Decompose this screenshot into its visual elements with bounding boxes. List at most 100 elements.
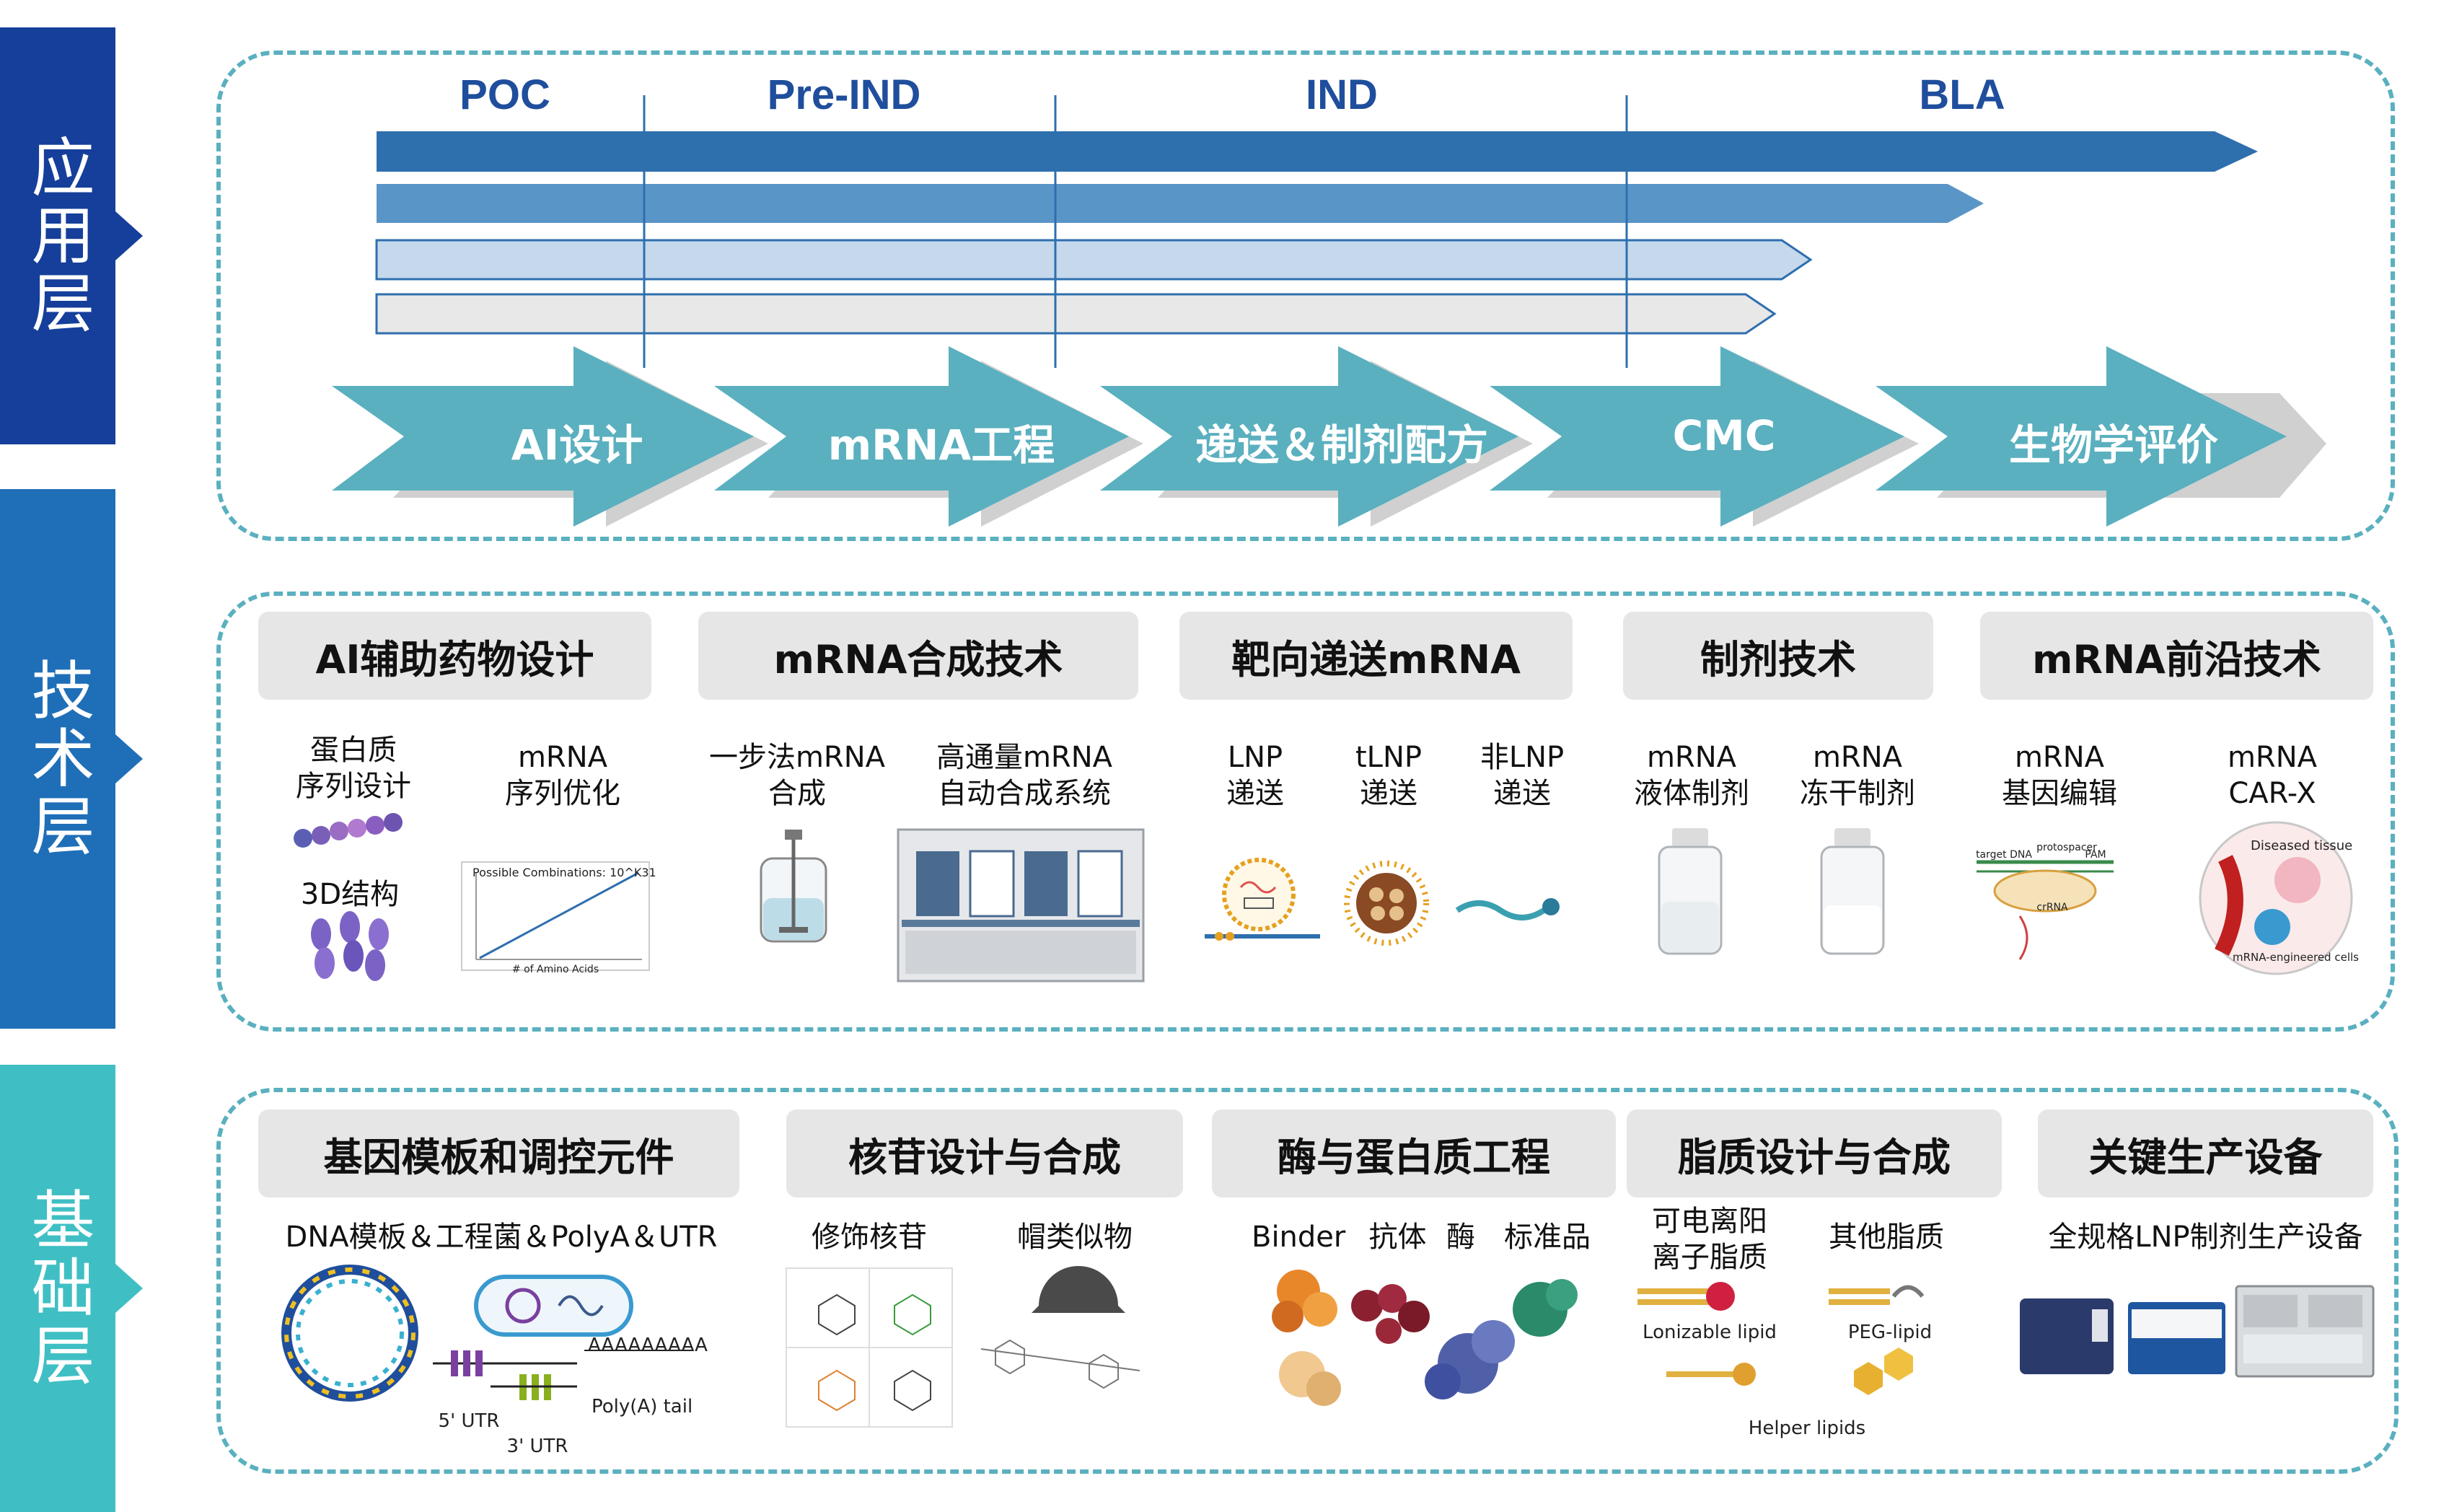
found-category-lipid: 脂质设计与合成	[1627, 1109, 2002, 1197]
stage-chevron-4	[1490, 346, 1904, 527]
plasmid-dna-icon	[281, 1265, 418, 1402]
polya-sequence: AAAAAAAAA	[588, 1335, 708, 1356]
binder-protein-icon	[1272, 1270, 1337, 1332]
tech-item-protein-design-text: 蛋白质 序列设计	[296, 734, 411, 803]
3d-structure-icon	[311, 911, 389, 981]
tech-item-lnp: LNP 递送	[1197, 739, 1313, 812]
phase-bla: BLA	[1919, 71, 2005, 118]
protein-standard-icon-2	[1279, 1351, 1341, 1406]
tech-category-delivery: 靶向递送mRNA	[1179, 612, 1573, 700]
layer-arrow-technology	[115, 734, 143, 783]
progress-bar-4	[375, 293, 1777, 335]
chart-caption: Possible Combinations: 10^K31	[472, 866, 656, 879]
protein-sequence-icon	[294, 813, 403, 848]
gene-editing-icon	[1977, 860, 2114, 960]
found-category-equipment: 关键生产设备	[2038, 1109, 2373, 1197]
progress-bar-2	[377, 184, 1984, 223]
synthesis-system-icon	[897, 828, 1145, 983]
peg-lipid-label: PEG-lipid	[1847, 1322, 1933, 1343]
found-item-dna-template: DNA模板＆工程菌＆PolyA＆UTR	[285, 1221, 718, 1254]
tech-item-high-throughput-text: 高通量mRNA 自动合成系统	[936, 741, 1113, 810]
utr-five-label: 5' UTR	[438, 1410, 500, 1432]
found-item-lnp-equipment: 全规格LNP制剂生产设备	[2048, 1221, 2363, 1254]
found-item-standard: 标准品	[1504, 1221, 1591, 1254]
chart-xlabel: # of Amino Acids	[511, 964, 599, 975]
progress-bar-3	[375, 239, 1813, 281]
bacterium-icon	[474, 1275, 633, 1337]
helper-lipid-label: Helper lipids	[1748, 1418, 1866, 1439]
layer-label-technology: 技术层	[21, 657, 95, 861]
edit-label-target-dna: target DNA	[1976, 849, 2032, 861]
modified-nucleoside-icon	[786, 1267, 953, 1428]
edit-label-pam: PAM	[2085, 849, 2106, 861]
stage-label-ai-design: AI设计	[511, 421, 643, 470]
tech-category-frontier: mRNA前沿技术	[1980, 612, 2373, 700]
progress-bars	[332, 95, 2326, 527]
enzyme-protein-icon	[1425, 1320, 1515, 1399]
found-category-nucleoside: 核苷设计与合成	[786, 1109, 1183, 1197]
foundation-panel	[216, 1088, 2399, 1474]
progress-bar-1	[377, 131, 2258, 172]
car-caption: Diseased tissue	[2251, 838, 2353, 853]
found-item-antibody: 抗体	[1368, 1221, 1427, 1254]
edit-label-protospacer: protospacer	[2036, 842, 2097, 853]
car-subcaption: mRNA-engineered cells	[2233, 951, 2359, 964]
non-lnp-icon	[1455, 898, 1560, 920]
stage-chevron-2	[714, 346, 1129, 527]
layer-arrow-application	[115, 211, 143, 260]
layer-banner-technology: 技术层	[0, 489, 143, 1029]
stage-chevron-5	[1876, 346, 2287, 527]
tech-item-one-step: 一步法mRNA 合成	[703, 739, 891, 812]
tech-item-high-throughput: 高通量mRNA 自动合成系统	[923, 739, 1125, 812]
found-item-modified-nucleoside: 修饰核苷	[812, 1221, 927, 1254]
liquid-vial-icon	[1658, 828, 1723, 955]
tech-illustrations	[294, 813, 2353, 983]
helper-lipid-icon	[1666, 1348, 1913, 1395]
stage-chevrons	[332, 346, 2326, 527]
standard-protein-icon	[1513, 1279, 1578, 1337]
car-x-icon	[2199, 821, 2353, 975]
layer-label-application: 应用层	[21, 134, 95, 338]
phase-pre-ind: Pre-IND	[767, 71, 921, 118]
tech-item-lnp-text: LNP 递送	[1226, 741, 1284, 810]
application-panel	[216, 50, 2395, 541]
stage-chevron-1	[332, 346, 754, 527]
stage-chevron-3	[1100, 346, 1518, 527]
antibody-protein-icon	[1351, 1284, 1430, 1344]
peg-lipid-icon	[1829, 1285, 1925, 1305]
tech-item-car-x: mRNA CAR-X	[2200, 739, 2344, 812]
equipment-icon	[2020, 1285, 2375, 1378]
layer-arrow-foundation	[115, 1264, 143, 1313]
tech-item-sequence-opt-text: mRNA 序列优化	[505, 741, 620, 810]
cap-analog-icon	[980, 1266, 1140, 1389]
utr-three-label: 3' UTR	[506, 1436, 568, 1457]
technology-panel	[216, 592, 2395, 1032]
found-category-gene-template: 基因模板和调控元件	[258, 1109, 739, 1197]
phase-ind: IND	[1306, 71, 1378, 118]
found-item-binder: Binder	[1252, 1221, 1346, 1254]
stage-label-delivery: 递送＆制剂配方	[1195, 421, 1488, 470]
found-item-enzyme: 酶	[1446, 1221, 1475, 1254]
tech-item-tlnp: tLNP 递送	[1331, 739, 1446, 812]
tech-item-non-lnp-text: 非LNP 递送	[1480, 741, 1565, 810]
layer-banner-foundation: 基础层	[0, 1065, 143, 1512]
tech-item-non-lnp: 非LNP 递送	[1464, 739, 1580, 812]
edit-label-crrna: crRNA	[2036, 902, 2068, 913]
tech-category-formulation: 制剂技术	[1623, 612, 1933, 700]
tech-item-one-step-text: 一步法mRNA 合成	[708, 741, 886, 810]
layer-banner-application: 应用层	[0, 27, 143, 444]
stage-label-bio-eval: 生物学评价	[2008, 421, 2218, 470]
tech-item-lyophilized-text: mRNA 冻干制剂	[1800, 741, 1915, 810]
tech-category-synthesis: mRNA合成技术	[698, 612, 1138, 700]
tech-item-protein-design: 蛋白质 序列设计	[274, 732, 433, 804]
utr-polya-icon	[433, 1350, 693, 1400]
tech-item-gene-editing: mRNA 基因编辑	[1977, 739, 2142, 812]
stage-label-cmc: CMC	[1672, 411, 1776, 460]
ionizable-lipid-label: Lonizable lipid	[1643, 1322, 1777, 1343]
tech-item-gene-editing-text: mRNA 基因编辑	[2002, 741, 2117, 810]
tech-item-3d-structure: 3D结构	[300, 878, 400, 911]
reactor-icon	[760, 830, 827, 943]
ionizable-lipid-icon	[1637, 1282, 1735, 1311]
combinations-chart-line	[479, 871, 639, 959]
